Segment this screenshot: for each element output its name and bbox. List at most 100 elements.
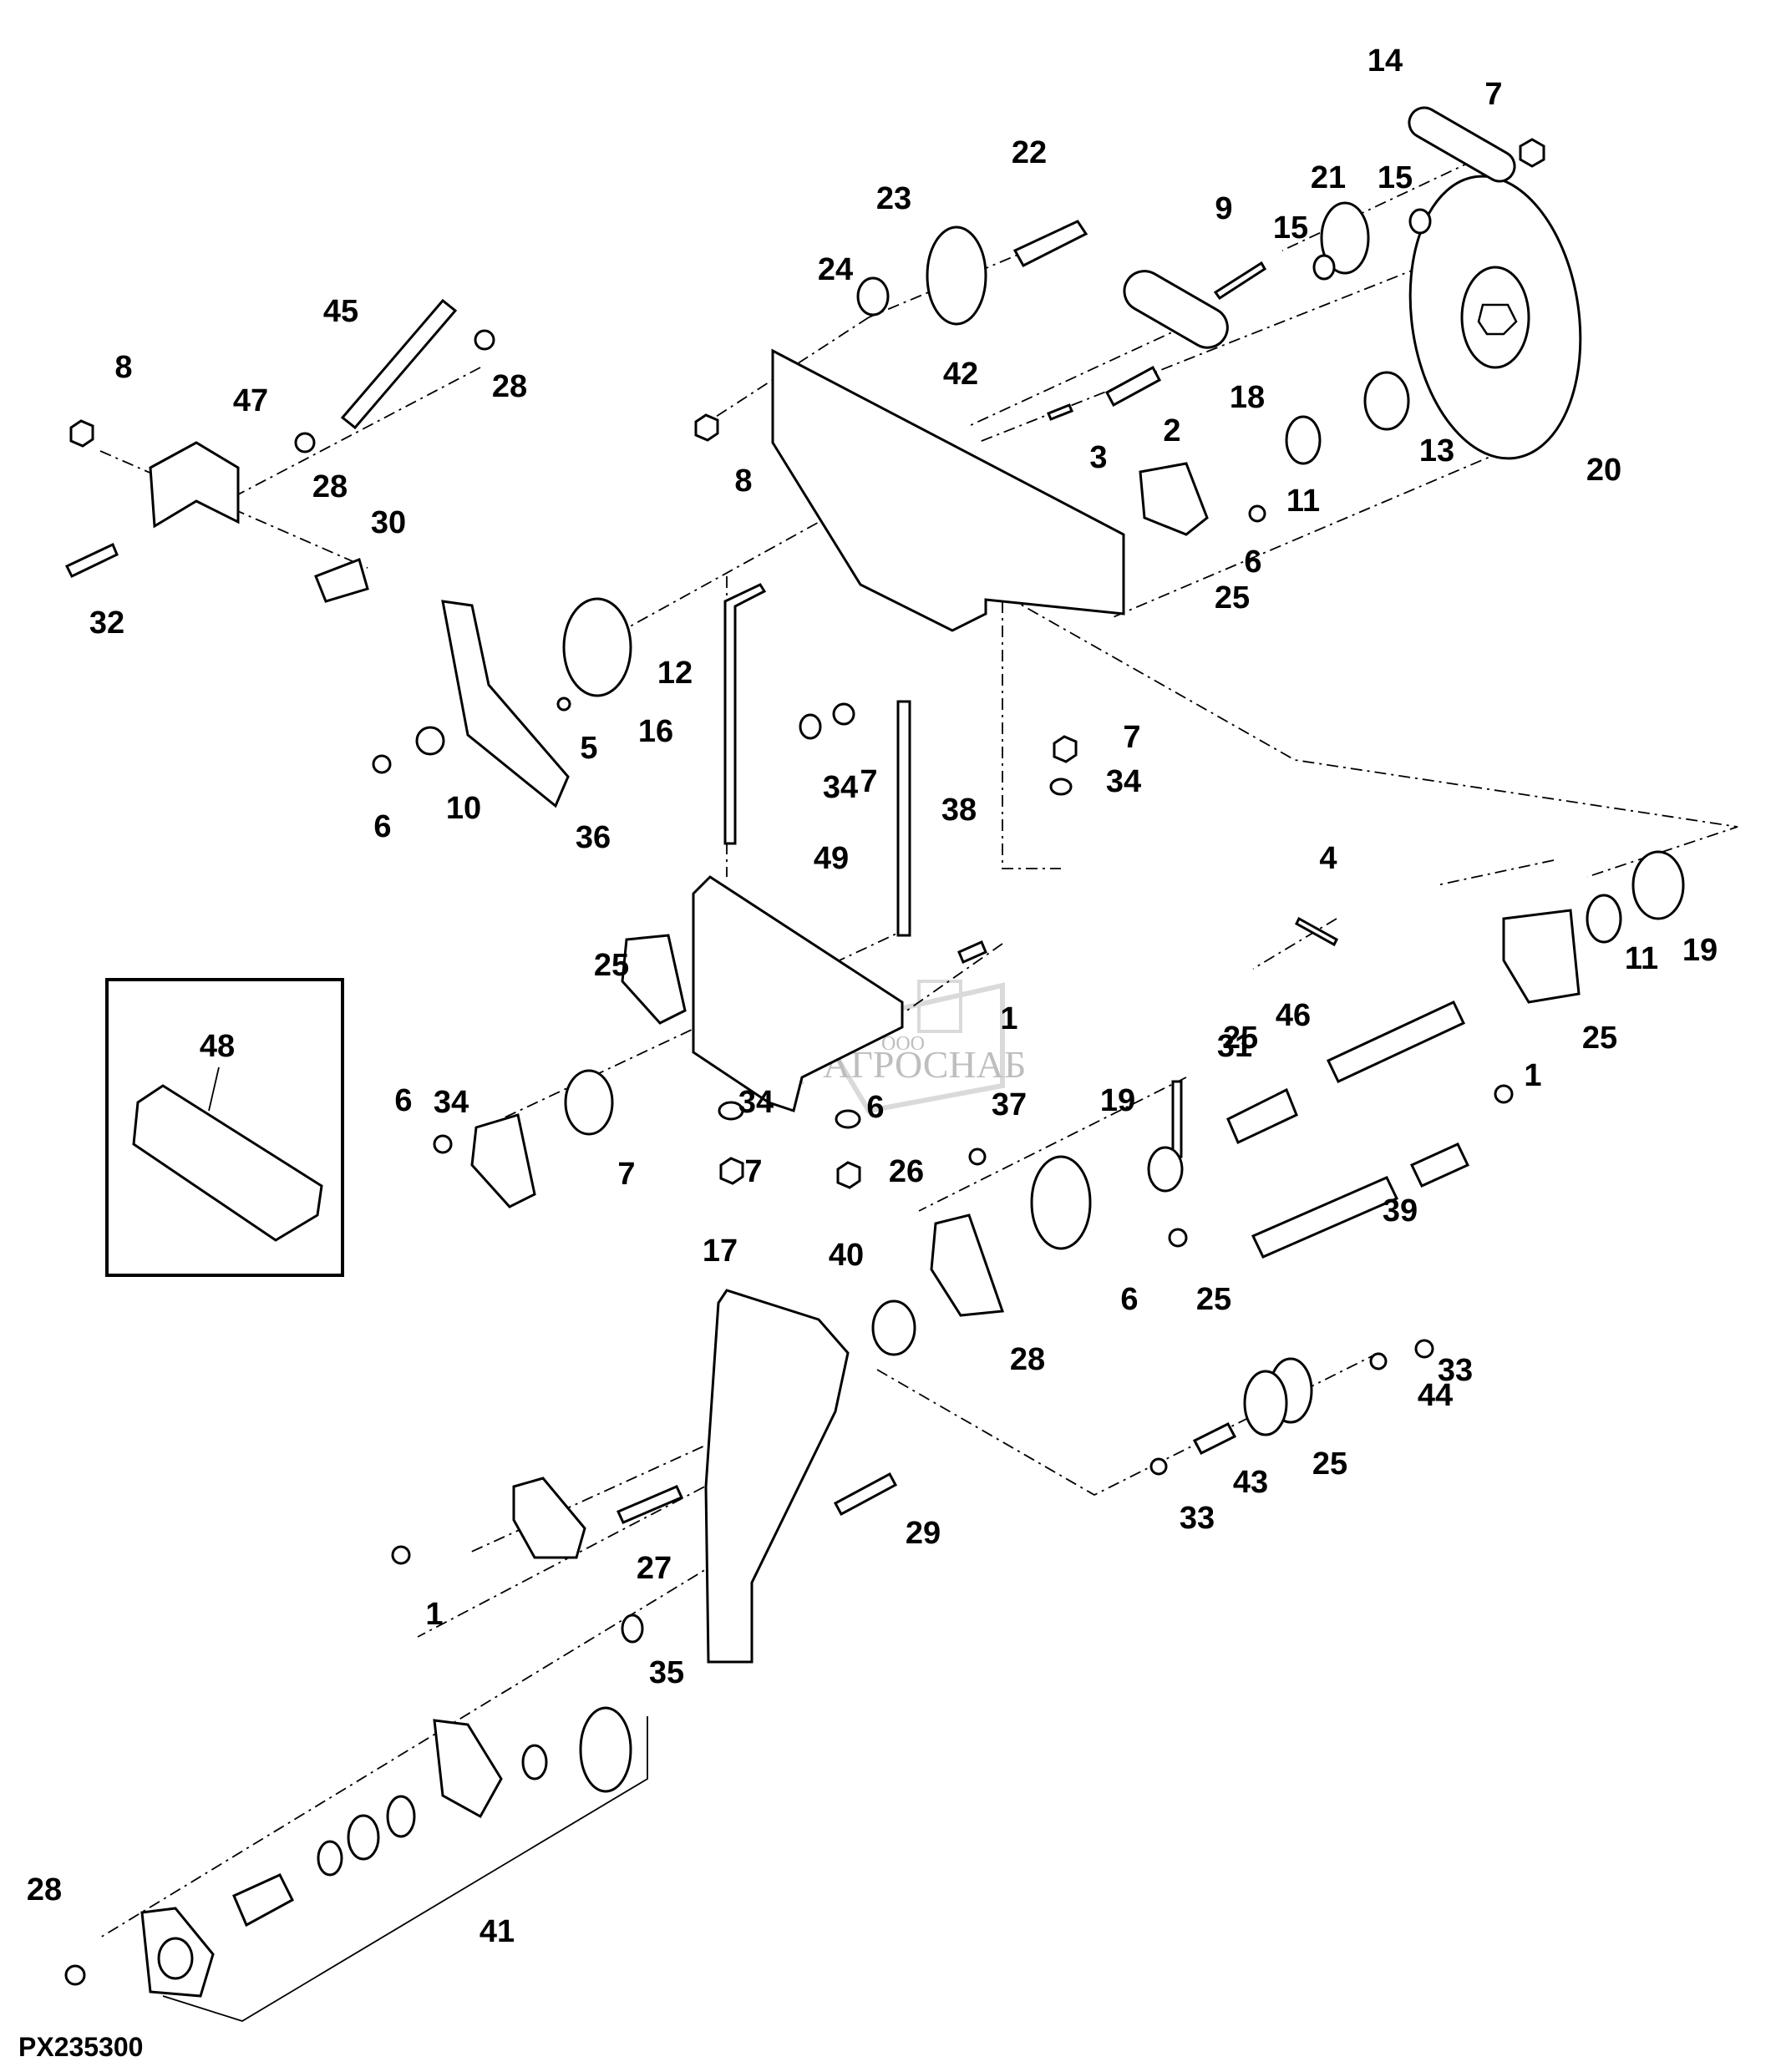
part-6-nut [433,1134,453,1154]
part-26-shaft [1251,1176,1399,1259]
callout-33: 33 [1438,1353,1473,1388]
part-33-washer [1369,1352,1388,1370]
callout-6: 6 [1244,545,1261,580]
part-28-nut [1414,1339,1434,1359]
callout-34: 34 [1106,764,1141,799]
part-6-nut [372,754,392,774]
callout-44: 44 [1418,1378,1453,1413]
part-15-spacer [1408,208,1432,235]
part-17-bearing [871,1299,916,1356]
callout-6: 6 [394,1083,412,1118]
callout-18: 18 [1230,380,1265,415]
callout-45: 45 [323,294,358,329]
part-9-bolt [1213,261,1267,301]
part-4-pin [1295,916,1338,947]
part-19-bearing [564,1069,614,1136]
callout-40: 40 [829,1238,864,1273]
part-35-bushing [621,1614,644,1644]
part-6-nut [968,1147,987,1166]
part-8-nut [694,413,719,442]
callout-8: 8 [734,464,752,499]
callout-21: 21 [1311,160,1346,195]
part-42-main-plate [771,348,1125,632]
part-25-flange [470,1113,536,1208]
callout-42: 42 [943,357,978,392]
callout-28: 28 [1010,1342,1045,1377]
callout-49: 49 [814,841,849,876]
callout-30: 30 [371,505,406,540]
part-34-washer [799,713,822,740]
callout-15: 15 [1273,210,1308,246]
part-14-link-plate [1408,106,1516,183]
part-25-flange [621,934,687,1025]
part-8-nut [69,419,94,448]
callout-7: 7 [860,764,877,799]
part-29-bolt [833,1472,898,1517]
callout-38: 38 [941,793,977,828]
callout-14: 14 [1368,43,1403,79]
part-25-flange [1139,462,1209,536]
part-23-sprocket [926,225,987,326]
part-49-bracket [692,875,904,1112]
callout-25: 25 [1196,1282,1231,1317]
callout-36: 36 [576,820,611,855]
part-1-bolt [957,940,987,964]
callout-34: 34 [823,770,858,805]
callout-28: 28 [492,369,527,404]
callout-16: 16 [638,714,673,749]
part-30-bolt [314,558,369,603]
callout-43: 43 [1233,1465,1268,1500]
part-44-pulley [1243,1370,1288,1436]
part-12-threaded-rod [723,583,767,845]
part-22-bolt [1012,220,1088,267]
part-16-disc [562,597,632,697]
part-21-sprocket [1320,201,1370,275]
callout-20: 20 [1586,453,1621,488]
part-40-sprocket [1030,1155,1092,1250]
callout-19: 19 [1100,1083,1135,1118]
callout-25: 25 [1582,1021,1617,1056]
part-38-threaded-rod [896,700,911,937]
part-36-arm-bracket [441,600,570,808]
part-34-washer [718,1101,744,1121]
callout-31: 31 [1217,1029,1252,1064]
callout-11: 11 [1286,484,1320,519]
callout-8: 8 [114,350,132,385]
bracket-41 [162,1716,648,2022]
part-25-flange [512,1477,586,1559]
part-28-nut [64,1964,86,1986]
callout-28: 28 [27,1872,62,1907]
part-32-bolt [64,542,119,578]
figure-id: PX235300 [18,2032,143,2062]
part-3-screw [1047,403,1073,421]
part-46-shaft-short [1226,1087,1298,1145]
part-48-bracket [132,1084,323,1242]
callout-29: 29 [906,1516,941,1551]
callout-23: 23 [876,181,911,216]
part-7-nut [719,1157,744,1185]
inset-box: 48 [105,978,344,1277]
callout-48: 48 [200,1029,235,1064]
callout-46: 46 [1276,998,1311,1033]
callout-1: 1 [1524,1058,1541,1093]
callout-10: 10 [446,791,481,826]
callout-25: 25 [1223,1021,1258,1056]
part-41-shaft-assembly [140,1706,632,1998]
part-18-plate [1123,270,1229,349]
callout-6: 6 [373,809,391,844]
callout-41: 41 [480,1914,515,1949]
part-7-nut [832,702,855,726]
callout-32: 32 [89,605,124,641]
callout-5: 5 [580,731,597,766]
part-20-large-sprocket [1408,175,1582,460]
callout-3: 3 [1089,440,1107,475]
part-34-washer [1049,778,1073,796]
part-34-washer [835,1109,861,1129]
part-11-washer [1586,894,1622,944]
callout-25: 25 [1312,1446,1347,1482]
callout-6: 6 [1120,1282,1138,1317]
part-19-bearing [1631,850,1685,920]
part-39-side-plate [704,1289,850,1664]
